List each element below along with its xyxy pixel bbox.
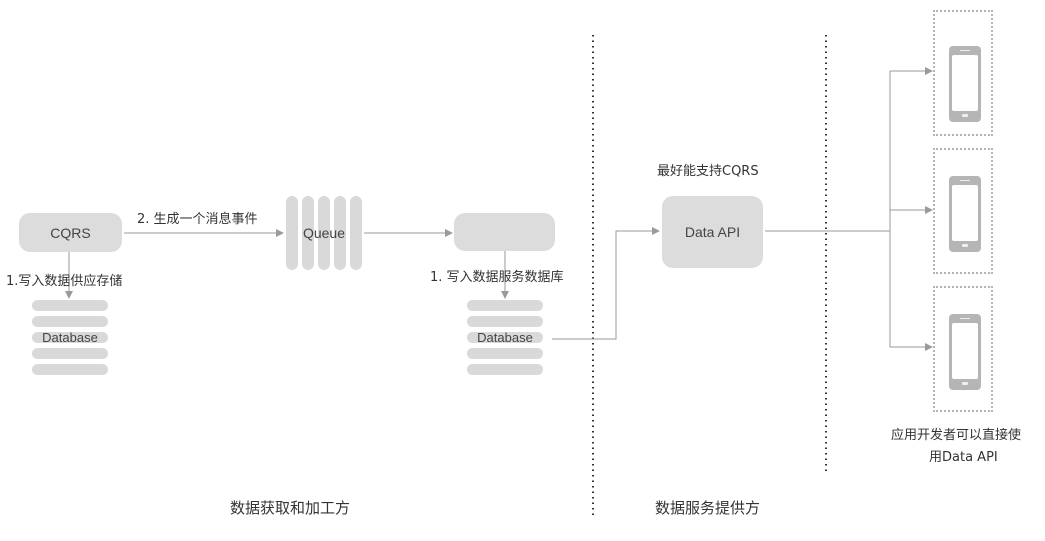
best-support-cqrs-label: 最好能支持CQRS bbox=[657, 164, 759, 179]
cqrs-label: CQRS bbox=[50, 224, 91, 241]
queue-label: Queue bbox=[302, 225, 346, 241]
app-note-line2: 用Data API bbox=[929, 450, 998, 465]
write-storage-label: 1.写入数据供应存储 bbox=[6, 274, 123, 289]
app-note-line1: 应用开发者可以直接使 bbox=[891, 428, 1022, 443]
region-middle-caption: 数据服务提供方 bbox=[655, 499, 761, 517]
left-database: Database bbox=[32, 300, 108, 376]
data-service-node bbox=[454, 213, 555, 251]
data-api-label: Data API bbox=[684, 224, 741, 240]
right-database: Database bbox=[467, 300, 543, 376]
phone-icon bbox=[949, 176, 981, 252]
app-client-1 bbox=[933, 10, 993, 136]
phone-icon bbox=[949, 46, 981, 122]
cqrs-node: CQRS bbox=[19, 213, 122, 252]
right-database-label: Database bbox=[477, 330, 533, 345]
left-database-label: Database bbox=[42, 330, 98, 345]
edge-database-dataapi bbox=[552, 227, 660, 340]
write-service-db-label: 1. 写入数据服务数据库 bbox=[430, 270, 564, 285]
phone-icon bbox=[949, 314, 981, 390]
queue-node: Queue bbox=[286, 196, 362, 270]
data-api-node: Data API bbox=[662, 196, 763, 268]
generate-event-label: 2. 生成一个消息事件 bbox=[137, 212, 258, 227]
app-client-3 bbox=[933, 286, 993, 412]
region-left-caption: 数据获取和加工方 bbox=[230, 499, 351, 517]
app-client-2 bbox=[933, 148, 993, 274]
